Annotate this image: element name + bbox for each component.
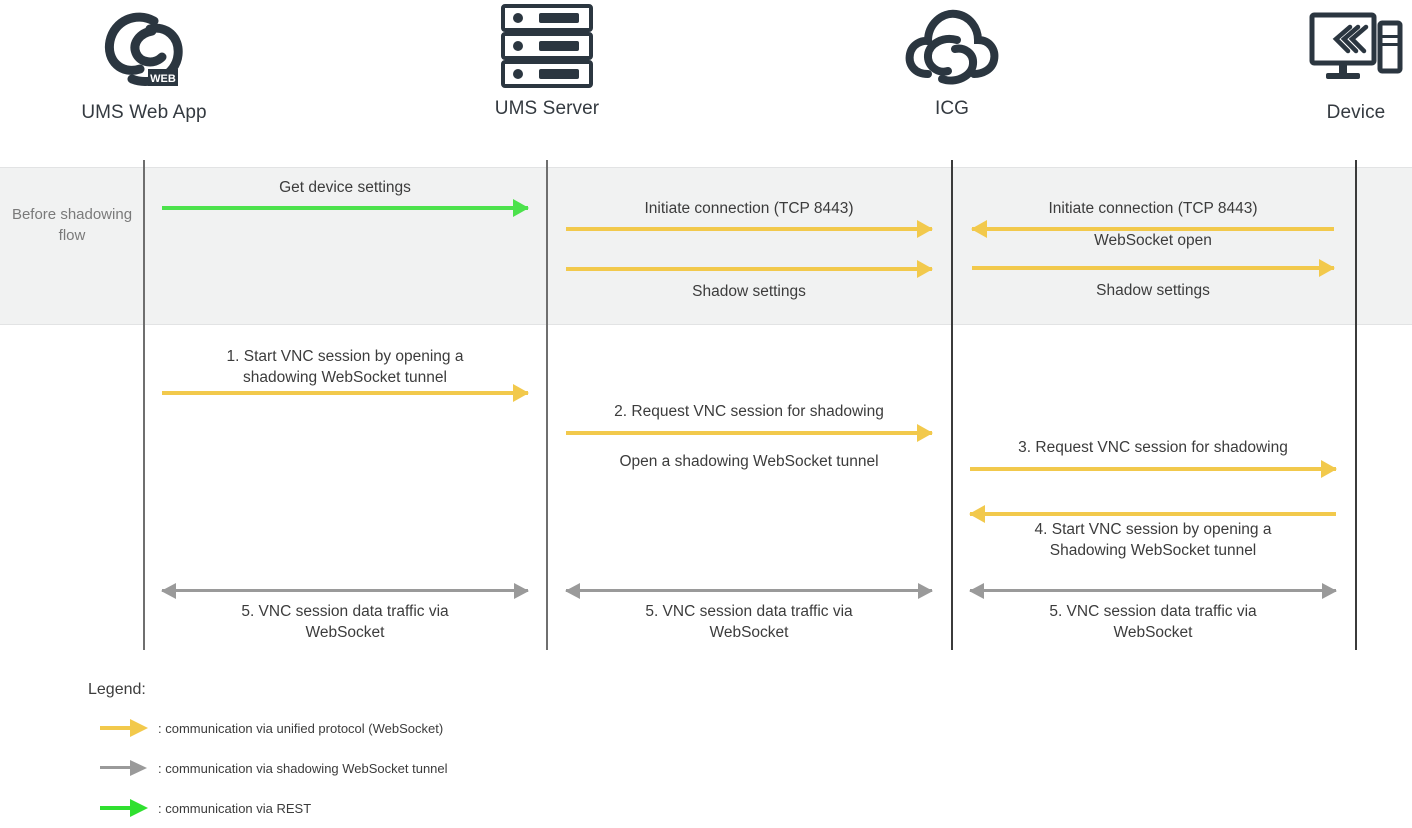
- actor-ums-web-app: WEB UMS Web App: [44, 4, 244, 124]
- actor-device: Device: [1256, 4, 1412, 124]
- before-shadowing-band: [0, 167, 1412, 325]
- legend-rest-arrow-icon: [100, 799, 148, 817]
- message-step-1-label: 1. Start VNC session by opening a shadow…: [226, 348, 464, 386]
- message-shadow-settings-device-label: Shadow settings: [1096, 282, 1210, 299]
- legend-item-label: : communication via shadowing WebSocket …: [158, 761, 448, 776]
- server-rack-icon: [447, 0, 647, 92]
- message-step-5-a-label: 5. VNC session data traffic via WebSocke…: [241, 603, 449, 641]
- message-initiate-connection-server-label: Initiate connection (TCP 8443): [644, 200, 854, 217]
- message-step-4-arrow: [969, 504, 1336, 524]
- desktop-tower-icon: [1256, 4, 1412, 96]
- lifeline-ums-web-app: [143, 160, 145, 650]
- legend-item-label: : communication via REST: [158, 801, 312, 816]
- message-initiate-connection-server-arrow: [566, 219, 933, 239]
- message-get-device-settings-arrow: [162, 198, 529, 218]
- message-initiate-connection-device-arrow: [971, 219, 1334, 239]
- message-step-5-b-label: 5. VNC session data traffic via WebSocke…: [645, 603, 853, 641]
- message-shadow-settings-server-label: Shadow settings: [692, 283, 806, 300]
- actor-label: UMS Web App: [81, 102, 207, 123]
- svg-text:WEB: WEB: [150, 73, 176, 85]
- message-step-1-arrow: [162, 383, 529, 403]
- lifeline-icg: [951, 160, 953, 650]
- message-step-2-sub-label: Open a shadowing WebSocket tunnel: [619, 453, 879, 470]
- legend-shadow-tunnel-arrow-icon: [100, 759, 148, 777]
- actor-label: ICG: [934, 98, 970, 119]
- message-websocket-open-label: WebSocket open: [1094, 232, 1212, 249]
- message-step-5-a-arrow: [161, 581, 529, 601]
- message-shadow-settings-device-arrow: [972, 258, 1335, 278]
- ums-web-app-logo-icon: WEB: [44, 4, 244, 96]
- cloud-gateway-icon: [852, 0, 1052, 92]
- message-initiate-connection-device-label: Initiate connection (TCP 8443): [1048, 200, 1258, 217]
- message-step-5-c-label: 5. VNC session data traffic via WebSocke…: [1049, 603, 1257, 641]
- message-get-device-settings-label: Get device settings: [279, 179, 411, 196]
- message-step-3-arrow: [970, 459, 1337, 479]
- legend-unified-arrow-icon: [100, 719, 148, 737]
- actor-ums-server: UMS Server: [447, 0, 647, 120]
- legend-title: Legend:: [88, 681, 146, 698]
- lifeline-device: [1355, 160, 1357, 650]
- lifeline-ums-server: [546, 160, 548, 650]
- actor-label: UMS Server: [494, 98, 600, 119]
- message-shadow-settings-server-arrow: [566, 259, 933, 279]
- message-step-5-b-arrow: [565, 581, 933, 601]
- actor-label: Device: [1326, 102, 1386, 123]
- message-step-5-c-arrow: [969, 581, 1337, 601]
- message-step-3-label: 3. Request VNC session for shadowing: [1018, 439, 1288, 456]
- message-step-2-arrow: [566, 423, 933, 443]
- message-step-2-label: 2. Request VNC session for shadowing: [614, 403, 884, 420]
- message-step-4-label: 4. Start VNC session by opening a Shadow…: [1034, 521, 1272, 559]
- band-label: Before shadowing flow: [11, 206, 133, 244]
- legend-item-label: : communication via unified protocol (We…: [158, 721, 444, 736]
- actor-icg: ICG: [852, 0, 1052, 120]
